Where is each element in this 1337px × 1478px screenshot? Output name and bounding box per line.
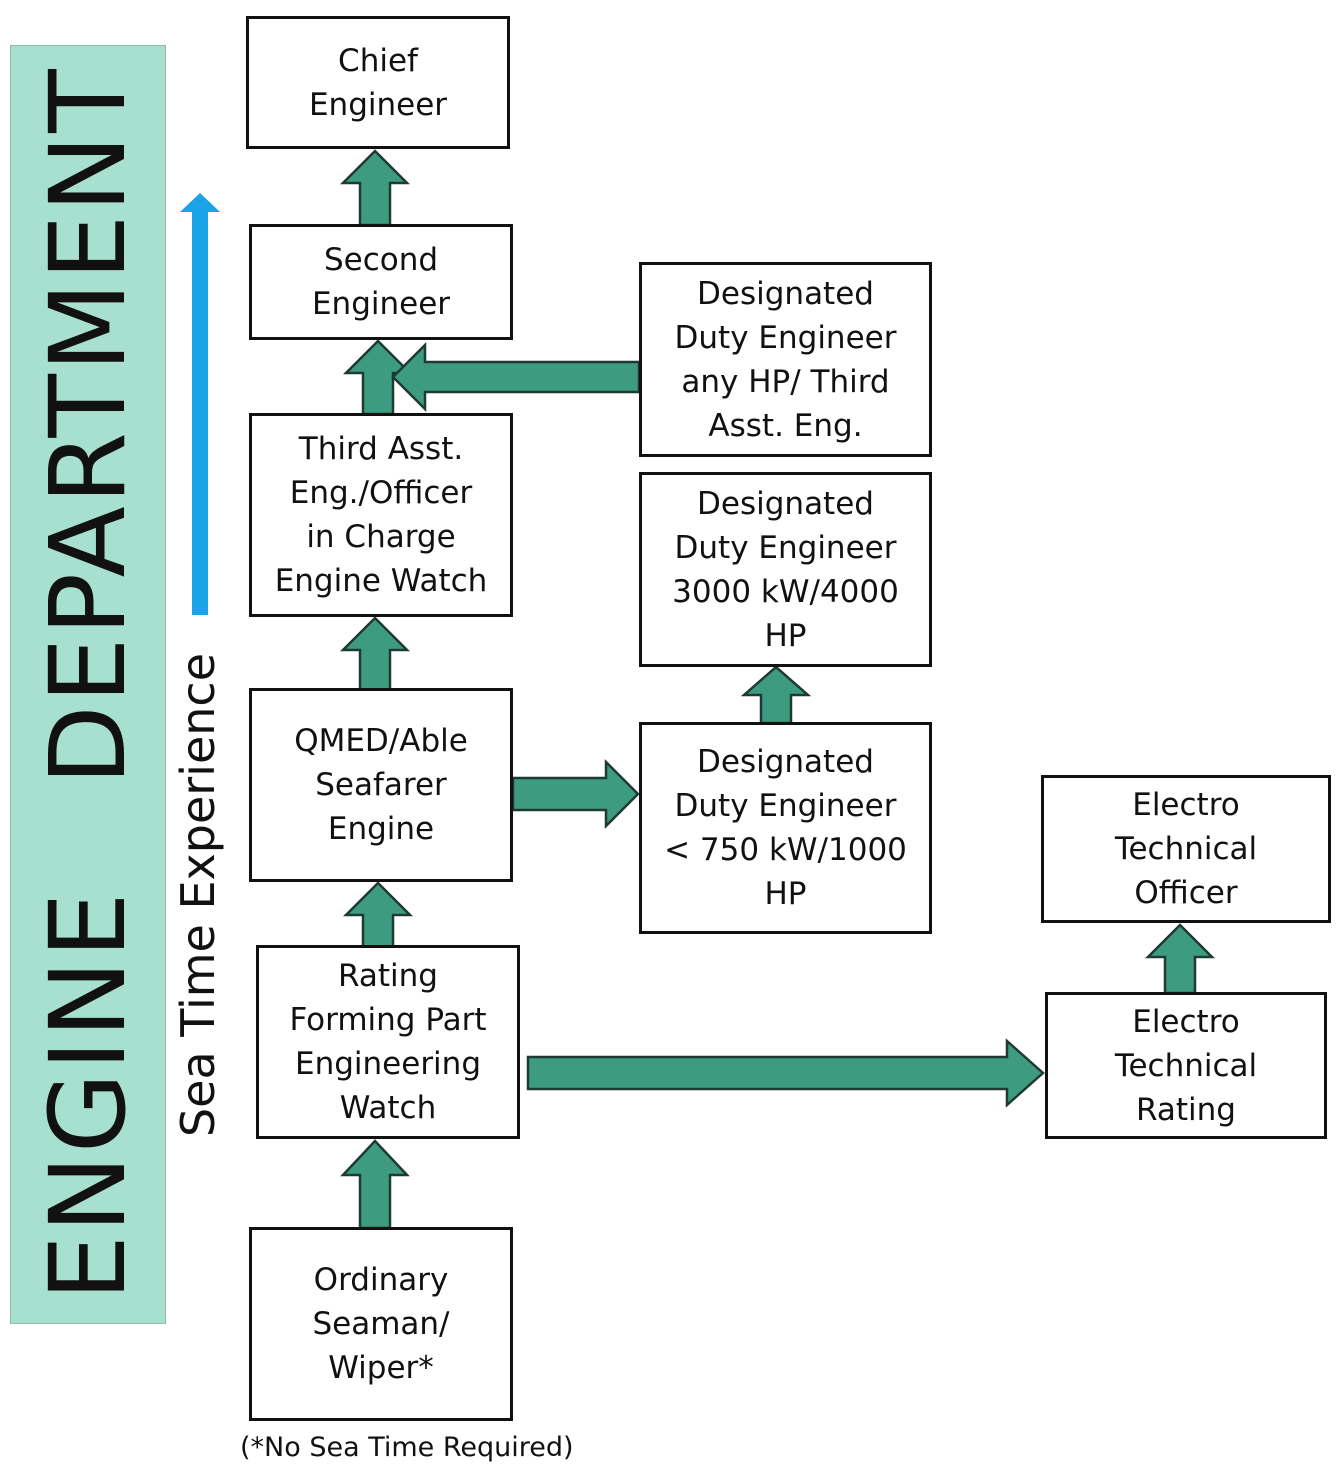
box-qmed-able-seafarer: QMED/Able Seafarer Engine: [249, 688, 513, 882]
box-second-engineer: Second Engineer: [249, 224, 513, 340]
arrow-dde750-to-dde3000: [740, 665, 812, 725]
arrow-ordinary-to-rating: [340, 1139, 410, 1230]
footnote: (*No Sea Time Required): [240, 1432, 574, 1463]
department-banner: [10, 45, 166, 1324]
arrow-qmed-to-third: [339, 616, 411, 692]
sea-time-arrow: [180, 193, 220, 615]
sea-time-label: Sea Time Experience: [171, 652, 225, 1138]
sea-time-arrow-shaft: [192, 210, 208, 615]
box-third-asst-engineer: Third Asst. Eng./Officer in Charge Engin…: [249, 413, 513, 617]
sea-time-arrow-head: [180, 193, 220, 212]
arrow-ddeany-to-second: [391, 341, 641, 413]
box-dde-any-hp: Designated Duty Engineer any HP/ Third A…: [639, 262, 932, 457]
arrow-rating-to-etr: [526, 1038, 1045, 1108]
progression-arrows: [339, 149, 1216, 1230]
arrow-second-to-chief: [339, 149, 411, 227]
arrow-qmed-to-dde750: [511, 758, 640, 830]
box-electro-technical-rating: Electro Technical Rating: [1045, 992, 1327, 1139]
box-rating-engineering-watch: Rating Forming Part Engineering Watch: [256, 945, 520, 1139]
box-ordinary-seaman-wiper: Ordinary Seaman/ Wiper*: [249, 1227, 513, 1421]
arrow-etr-to-eto: [1144, 923, 1216, 995]
box-chief-engineer: Chief Engineer: [246, 16, 510, 149]
box-dde-750kw: Designated Duty Engineer < 750 kW/1000 H…: [639, 722, 932, 934]
box-dde-3000kw: Designated Duty Engineer 3000 kW/4000 HP: [639, 472, 932, 667]
box-electro-technical-officer: Electro Technical Officer: [1041, 775, 1331, 923]
arrow-rating-to-qmed: [342, 881, 414, 949]
